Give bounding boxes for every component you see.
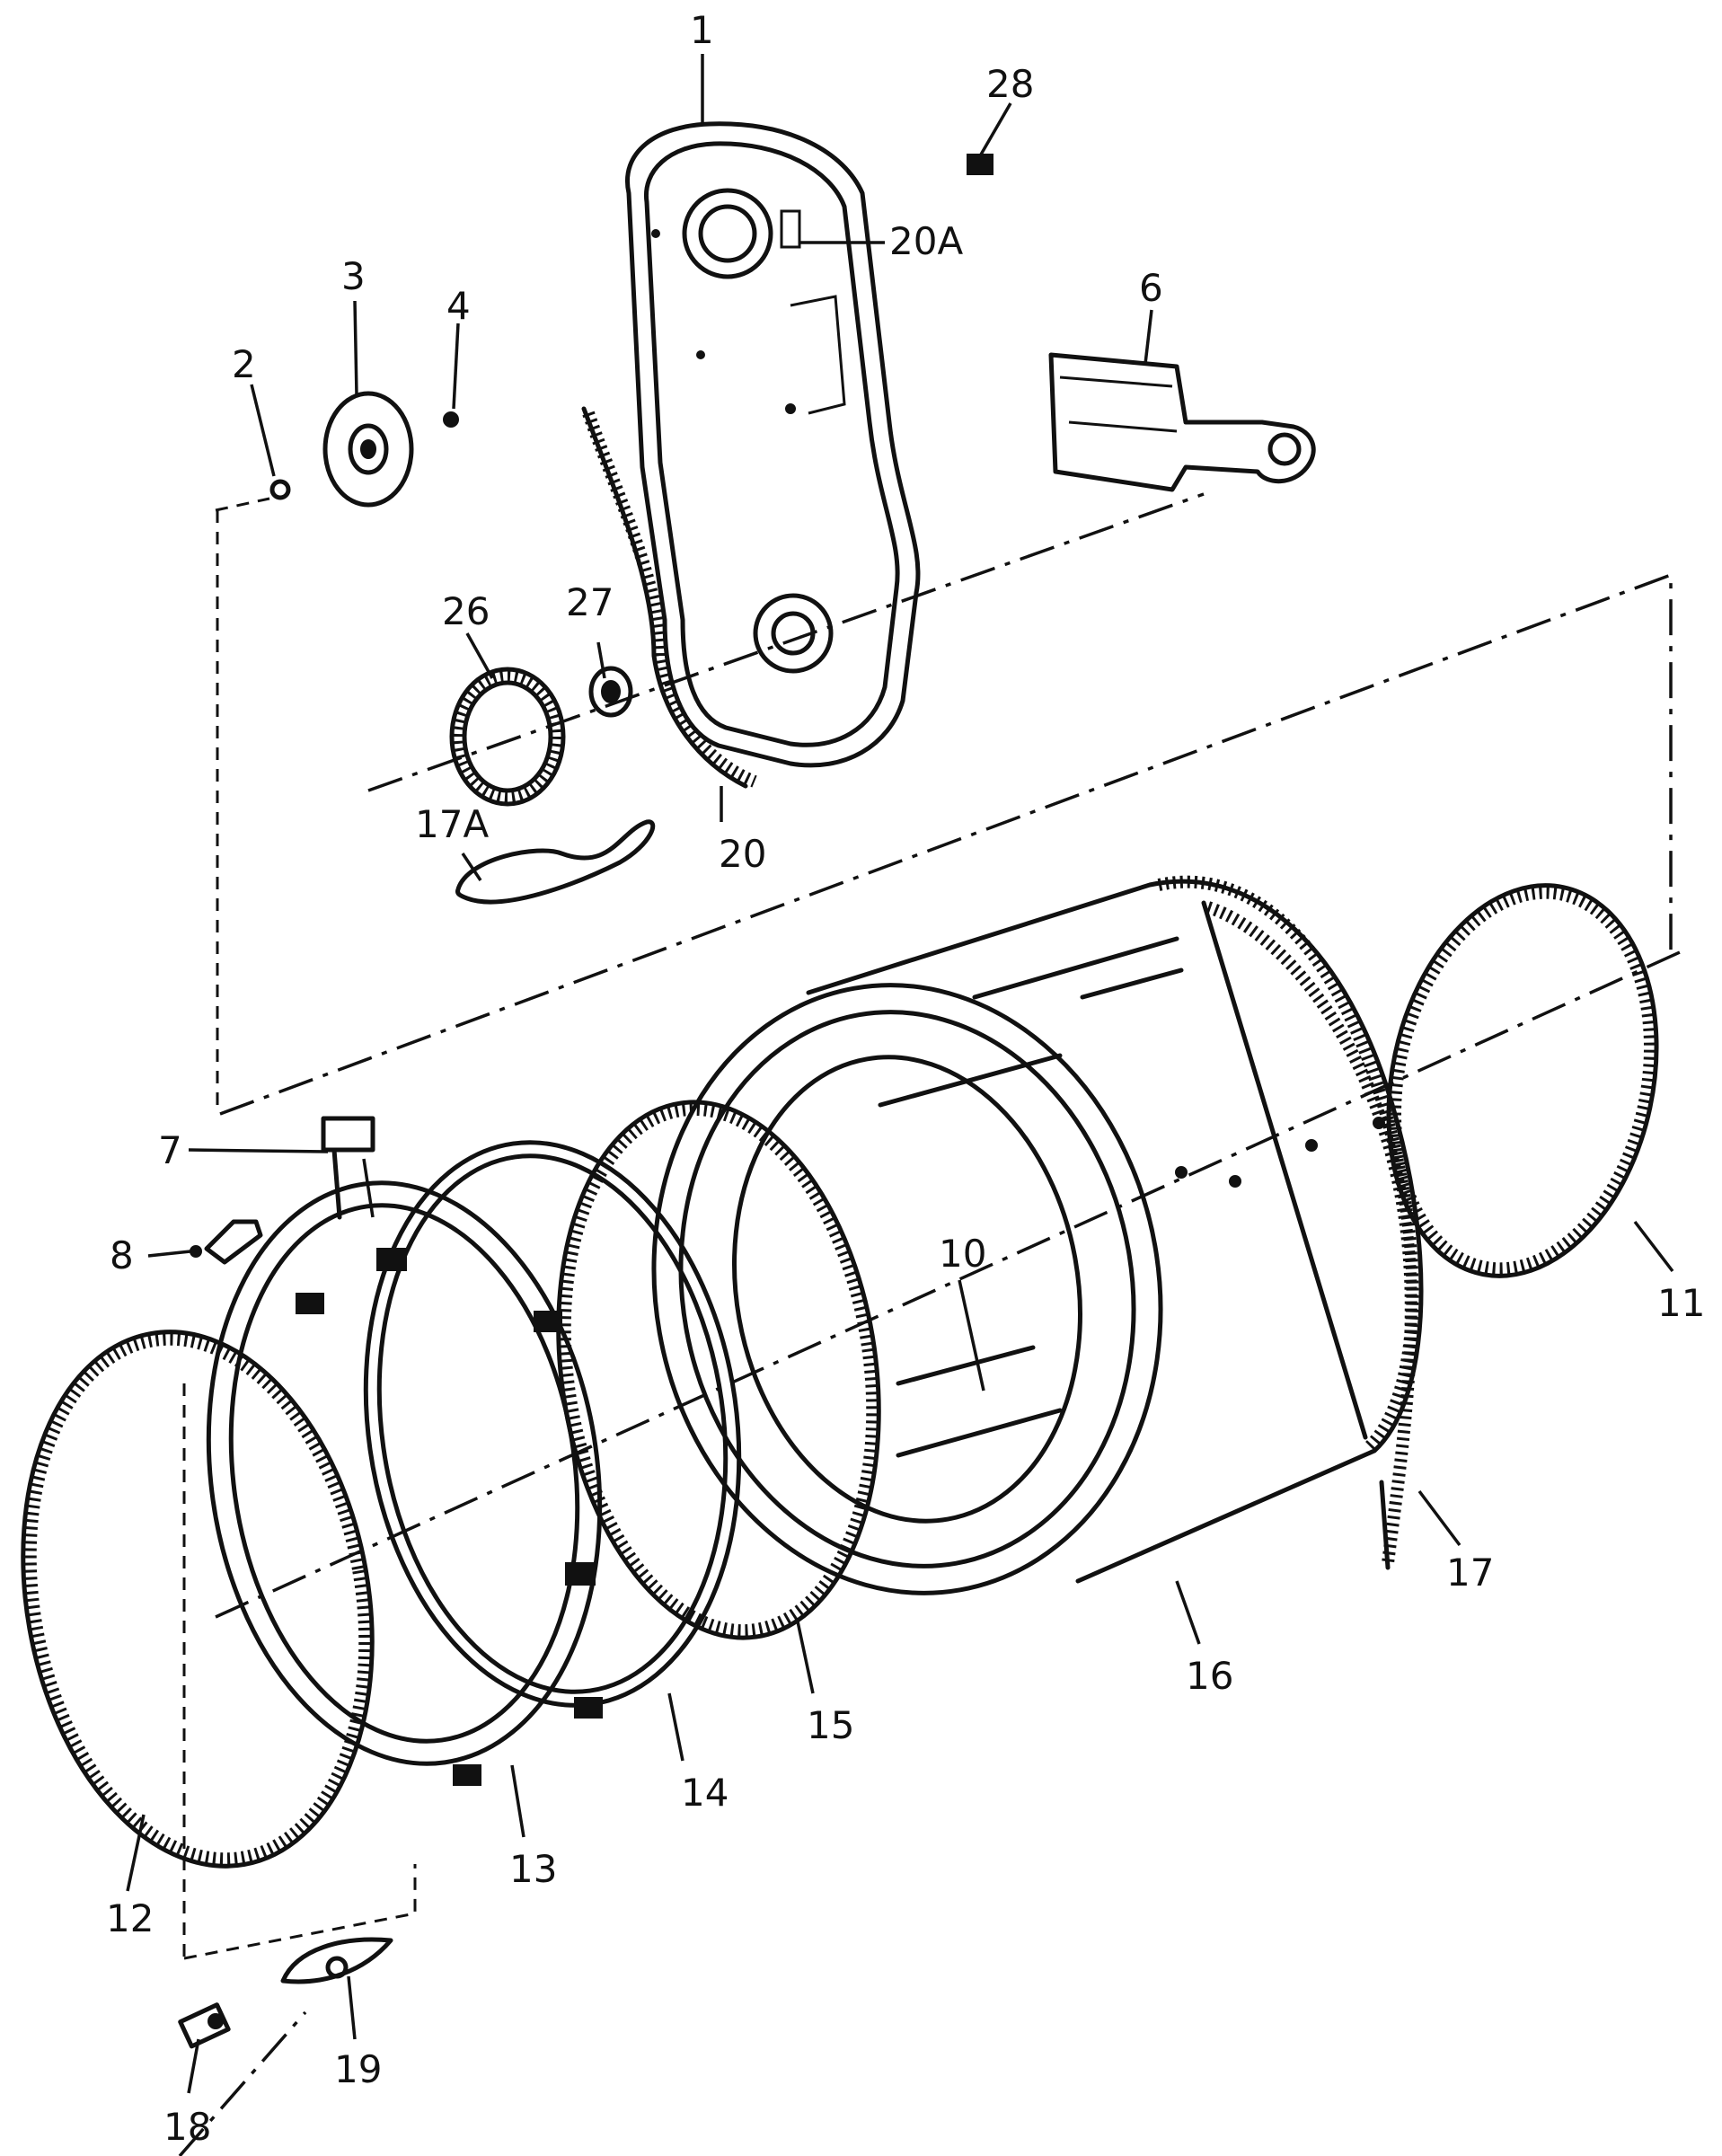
part-drum-felt-strip <box>1205 901 1417 1570</box>
callout-labels: 1 28 20A 3 4 6 2 26 27 17A 20 7 8 10 11 … <box>106 8 1705 2149</box>
part-blower-wheel <box>449 666 633 807</box>
callout-12: 12 <box>106 1896 154 1940</box>
callout-11: 11 <box>1657 1281 1705 1325</box>
part-rear-seal-ring <box>1386 883 1659 1278</box>
part-drive-belt <box>455 819 656 905</box>
callout-7: 7 <box>158 1128 182 1172</box>
callout-17a: 17A <box>415 802 489 846</box>
part-drum <box>651 875 1424 1595</box>
callout-16: 16 <box>1186 1654 1233 1698</box>
callout-1: 1 <box>690 8 714 52</box>
callout-leader-lines <box>126 54 1674 2094</box>
part-bearing-housing <box>269 391 459 508</box>
part-door-latch <box>190 1219 263 1265</box>
part-lamp-lens <box>280 1937 393 1984</box>
part-heater-assembly <box>1048 352 1316 492</box>
callout-14: 14 <box>681 1771 729 1815</box>
callout-19: 19 <box>334 2047 382 2091</box>
part-clip <box>967 154 993 175</box>
callout-20: 20 <box>719 832 766 876</box>
part-front-bulkhead <box>206 1180 603 1786</box>
assembly-axis-lines <box>178 492 1681 2156</box>
part-bulkhead-seal <box>581 406 757 789</box>
callout-20a: 20A <box>889 219 963 263</box>
callout-26: 26 <box>442 589 490 633</box>
callout-17: 17 <box>1446 1551 1494 1595</box>
part-door-seal <box>21 1330 375 1869</box>
callout-4: 4 <box>446 284 471 328</box>
callout-15: 15 <box>807 1703 854 1747</box>
part-door-switch <box>321 1116 375 1220</box>
callout-2: 2 <box>232 342 256 386</box>
callout-10: 10 <box>939 1232 986 1276</box>
callout-28: 28 <box>986 62 1034 106</box>
callout-18: 18 <box>163 2105 211 2149</box>
part-lamp-socket <box>178 2002 231 2049</box>
part-rear-bulkhead <box>625 121 921 768</box>
callout-3: 3 <box>341 254 366 298</box>
callout-13: 13 <box>509 1847 557 1891</box>
part-drum-baffle <box>896 1345 1036 1386</box>
callout-27: 27 <box>566 580 614 624</box>
callout-8: 8 <box>110 1233 134 1277</box>
callout-6: 6 <box>1139 266 1163 310</box>
